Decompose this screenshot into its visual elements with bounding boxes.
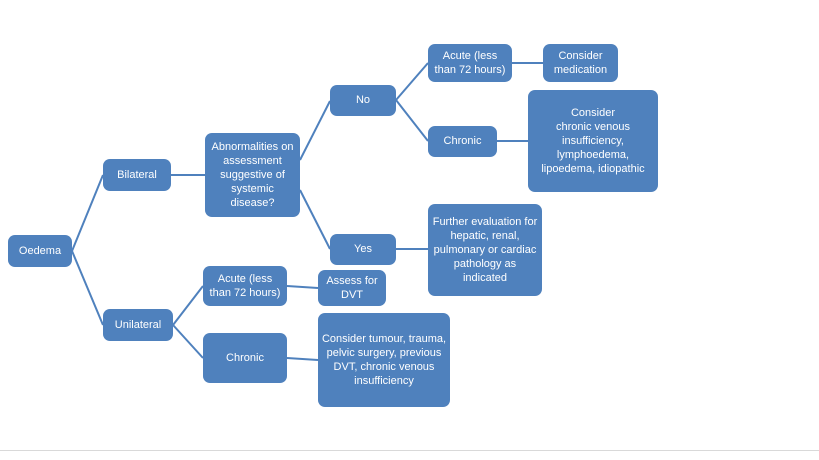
node-no: No — [330, 85, 396, 116]
bottom-divider — [0, 450, 819, 451]
node-chronic-unilateral: Chronic — [203, 333, 287, 383]
edge-unilateral-acute — [172, 285, 204, 326]
node-further-evaluation: Further evaluation for hepatic, renal, p… — [428, 204, 542, 296]
node-label: No — [355, 94, 371, 107]
node-oedema: Oedema — [8, 235, 72, 267]
node-label: Yes — [354, 243, 372, 256]
edge-no-chronic — [395, 99, 429, 142]
node-label: Acute (less than 72 hours) — [209, 272, 281, 299]
node-label: Acute (less than 72 hours) — [434, 49, 506, 76]
node-label: Chronic — [226, 351, 264, 364]
edge-oedema-unilateral — [71, 250, 104, 326]
node-label: Chronic — [443, 135, 482, 148]
edge-chronic-tumour — [286, 357, 319, 361]
node-chronic-bilateral: Chronic — [428, 126, 497, 157]
node-label: Assess for DVT — [326, 274, 378, 301]
node-label: Consider tumour, trauma, pelvic surgery,… — [321, 332, 447, 388]
node-assess-for-dvt: Assess for DVT — [318, 270, 386, 306]
node-consider-medication: Consider medication — [543, 44, 618, 82]
node-yes: Yes — [330, 234, 396, 265]
node-acute-bilateral: Acute (less than 72 hours) — [428, 44, 512, 82]
edge-acute-assess-dvt — [286, 285, 319, 289]
node-consider-tumour: Consider tumour, trauma, pelvic surgery,… — [318, 313, 450, 407]
node-label: Oedema — [18, 244, 62, 257]
node-label: Bilateral — [117, 168, 157, 181]
node-systemic-disease-question: Abnormalities on assessment suggestive o… — [205, 133, 300, 217]
node-acute-unilateral: Acute (less than 72 hours) — [203, 266, 287, 306]
edge-oedema-bilateral — [71, 174, 104, 252]
node-label: Unilateral — [114, 318, 162, 331]
node-label: Consider medication — [553, 49, 608, 76]
node-label: Consider chronic venous insufficiency, l… — [541, 106, 645, 176]
edge-no-acute — [395, 62, 429, 101]
node-consider-chronic-venous: Consider chronic venous insufficiency, l… — [528, 90, 658, 192]
edge-question-yes — [299, 189, 331, 250]
node-unilateral: Unilateral — [103, 309, 173, 341]
node-label: Abnormalities on assessment suggestive o… — [211, 140, 294, 210]
edge-unilateral-chronic — [172, 324, 204, 359]
node-label: Further evaluation for hepatic, renal, p… — [432, 215, 538, 285]
node-bilateral: Bilateral — [103, 159, 171, 191]
edge-question-no — [299, 100, 331, 161]
